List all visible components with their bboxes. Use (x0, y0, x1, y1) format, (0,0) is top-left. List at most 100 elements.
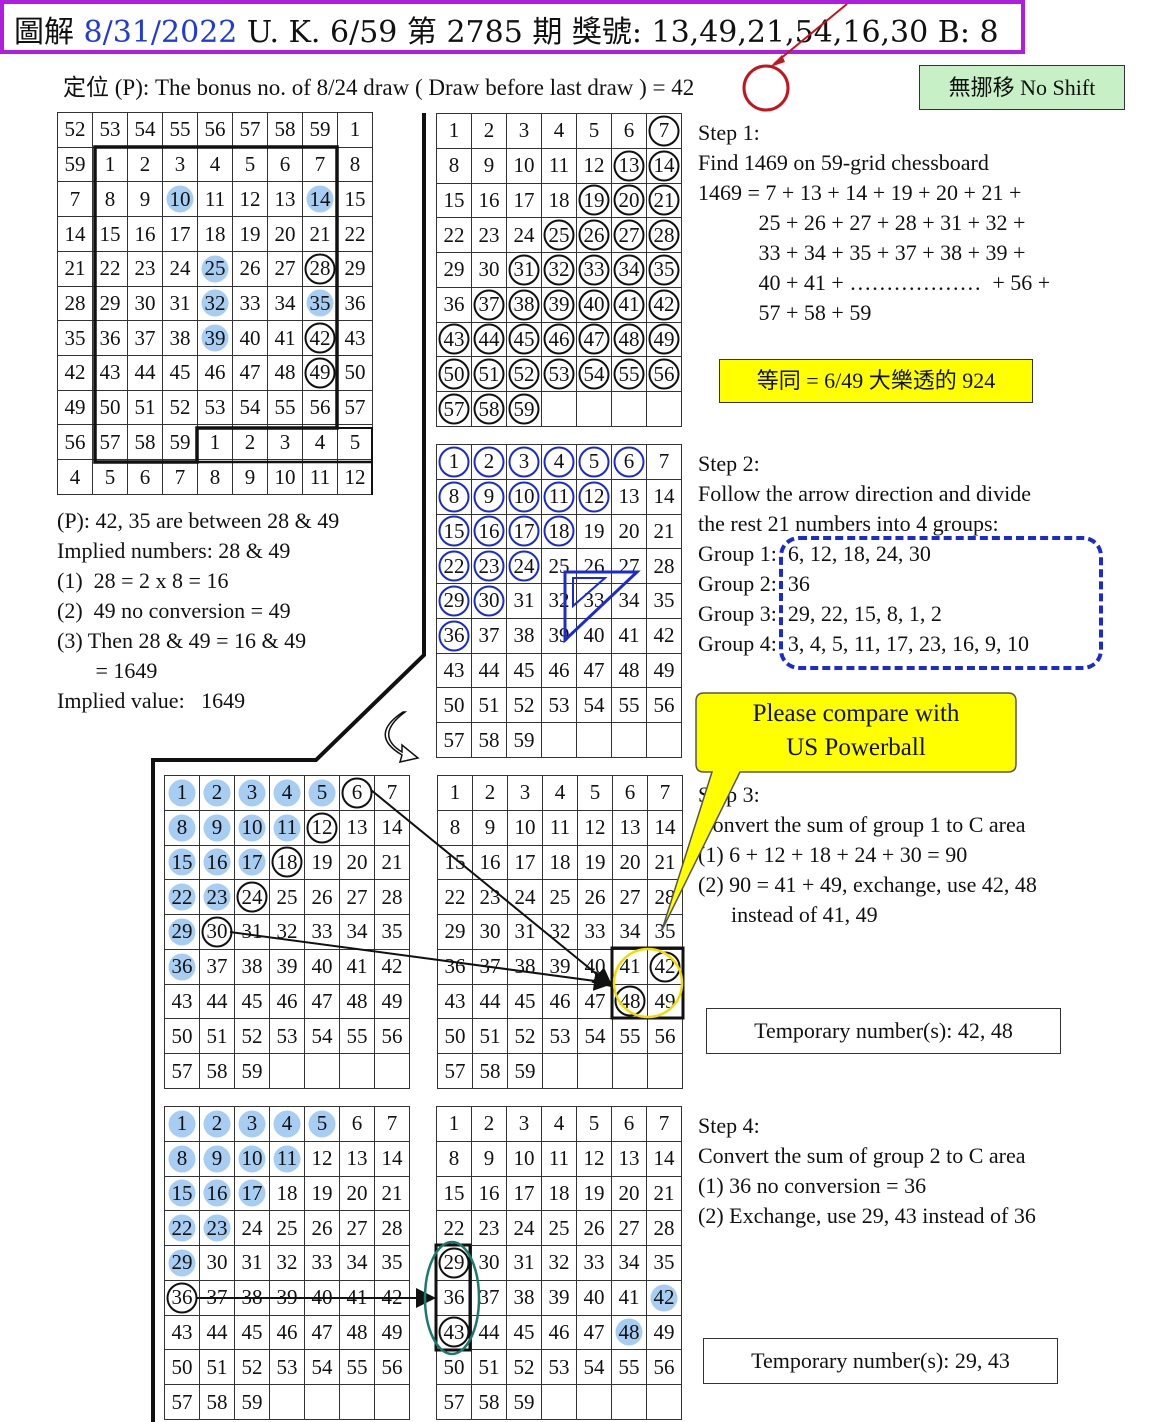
grid-cell: 37 (199, 1279, 235, 1316)
cell-number: 1 (448, 1111, 460, 1136)
grid-cell: 9 (471, 147, 507, 184)
grid-cell: 25 (197, 250, 233, 287)
cell-number: 30 (478, 1250, 500, 1275)
grid-cell: 31 (162, 285, 198, 322)
grid-cell: 44 (199, 1314, 235, 1351)
cell-number: 15 (443, 518, 465, 543)
cell-number: 51 (206, 1023, 228, 1048)
cell-number: 20 (618, 1180, 640, 1205)
grid-cell: 23 (471, 217, 507, 254)
cell-number: 55 (169, 117, 191, 142)
grid-cell: 7 (646, 1106, 682, 1142)
cell-number: 25 (204, 256, 226, 281)
cell-number: 8 (448, 1146, 460, 1171)
grid-cell: 26 (577, 879, 613, 916)
cell-number: 50 (444, 1023, 466, 1048)
grid-cell: 39 (541, 1279, 577, 1316)
cell-number: 22 (344, 221, 366, 246)
cell-number: 42 (653, 623, 675, 648)
grid-cell: 55 (611, 1349, 647, 1386)
grid-cell: 11 (269, 1140, 305, 1177)
grid-cell: 10 (234, 809, 270, 846)
grid-cell: 53 (197, 389, 233, 426)
grid-cell: 7 (57, 181, 93, 218)
cell-number: 42 (64, 360, 86, 385)
grid-cell: 22 (436, 217, 472, 254)
cell-number: 42 (653, 1285, 675, 1310)
blue-mark (543, 446, 575, 478)
grid-cell: 21 (647, 844, 683, 881)
cell-number: 51 (134, 395, 156, 420)
cell-number: 26 (311, 884, 333, 909)
cell-number: 57 (443, 727, 465, 752)
grid-cell: 48 (611, 1314, 647, 1351)
text-line: Group 1: 6, 12, 18, 24, 30 (698, 541, 931, 566)
grid-cell: 9 (199, 809, 235, 846)
grid-cell: 29 (337, 250, 373, 287)
grid-cell: 16 (471, 1175, 507, 1212)
cell-number: 3 (519, 780, 531, 805)
cell-number: 5 (244, 152, 256, 177)
grid-cell: 51 (471, 1349, 507, 1386)
cell-number: 39 (548, 623, 570, 648)
grid-cell: 46 (542, 983, 578, 1020)
cell-number: 11 (309, 464, 331, 489)
grid-cell: 43 (164, 983, 200, 1020)
cell-number: 55 (274, 395, 296, 420)
grid-cell: 13 (339, 809, 375, 846)
cell-number: 58 (206, 1389, 228, 1414)
cell-number: 18 (549, 849, 571, 874)
grid-cell: 22 (437, 879, 473, 916)
cell-number: 9 (211, 1146, 223, 1171)
cell-number: 41 (346, 1285, 368, 1310)
cell-number: 43 (171, 988, 193, 1013)
cell-number: 32 (276, 1250, 298, 1275)
grid-cell: 1 (436, 444, 472, 480)
black-mark (648, 184, 680, 216)
cell-number: 54 (583, 1354, 605, 1379)
blue-mark (473, 585, 505, 617)
black-mark (648, 219, 680, 251)
black-mark (543, 289, 575, 321)
cell-number: 20 (618, 187, 640, 212)
cell-number: 46 (548, 657, 570, 682)
cell-number: 58 (478, 727, 500, 752)
grid-cell: 27 (612, 879, 648, 916)
step3-title: Step 3: (698, 782, 760, 807)
grid-cell: 12 (577, 809, 613, 846)
grid-cell: 6 (339, 775, 375, 811)
cell-number: 54 (311, 1354, 333, 1379)
grid-cell: 34 (612, 914, 648, 950)
grid-cell: 29 (436, 252, 472, 288)
cell-number: 34 (618, 588, 640, 613)
grid-cell: 38 (234, 1279, 270, 1316)
grid-cell: 31 (506, 583, 542, 619)
blue-mark (473, 481, 505, 513)
grid-cell: 41 (267, 320, 303, 357)
grid-cell: 5 (576, 113, 612, 149)
cell-number: 48 (274, 360, 296, 385)
cell-number: 49 (381, 1319, 403, 1344)
cell-number: 16 (206, 849, 228, 874)
grid-cell: 30 (471, 583, 507, 619)
grid-cell: 46 (541, 321, 577, 358)
cell-number: 4 (553, 118, 565, 143)
text-line: instead of 41, 49 (698, 902, 878, 927)
blue-mark (438, 446, 470, 478)
grid-cell: 14 (646, 1140, 682, 1177)
grid-cell: 20 (267, 216, 303, 252)
cell-number: 31 (241, 919, 263, 944)
grid-cell: 46 (541, 652, 577, 689)
grid-cell: 13 (339, 1140, 375, 1177)
cell-number: 9 (483, 1146, 495, 1171)
cell-number: 56 (381, 1023, 403, 1048)
grid-cell: 40 (577, 948, 613, 985)
grid-cell: 34 (339, 1245, 375, 1281)
cell-number: 59 (169, 429, 191, 454)
cell-number: 33 (583, 1250, 605, 1275)
cell-number: 53 (276, 1354, 298, 1379)
blue-mark (543, 515, 575, 547)
subtitle: 定位 (P): The bonus no. of 8/24 draw ( Dra… (63, 75, 695, 100)
grid-cell: 40 (576, 1279, 612, 1316)
cell-number: 52 (514, 1023, 536, 1048)
